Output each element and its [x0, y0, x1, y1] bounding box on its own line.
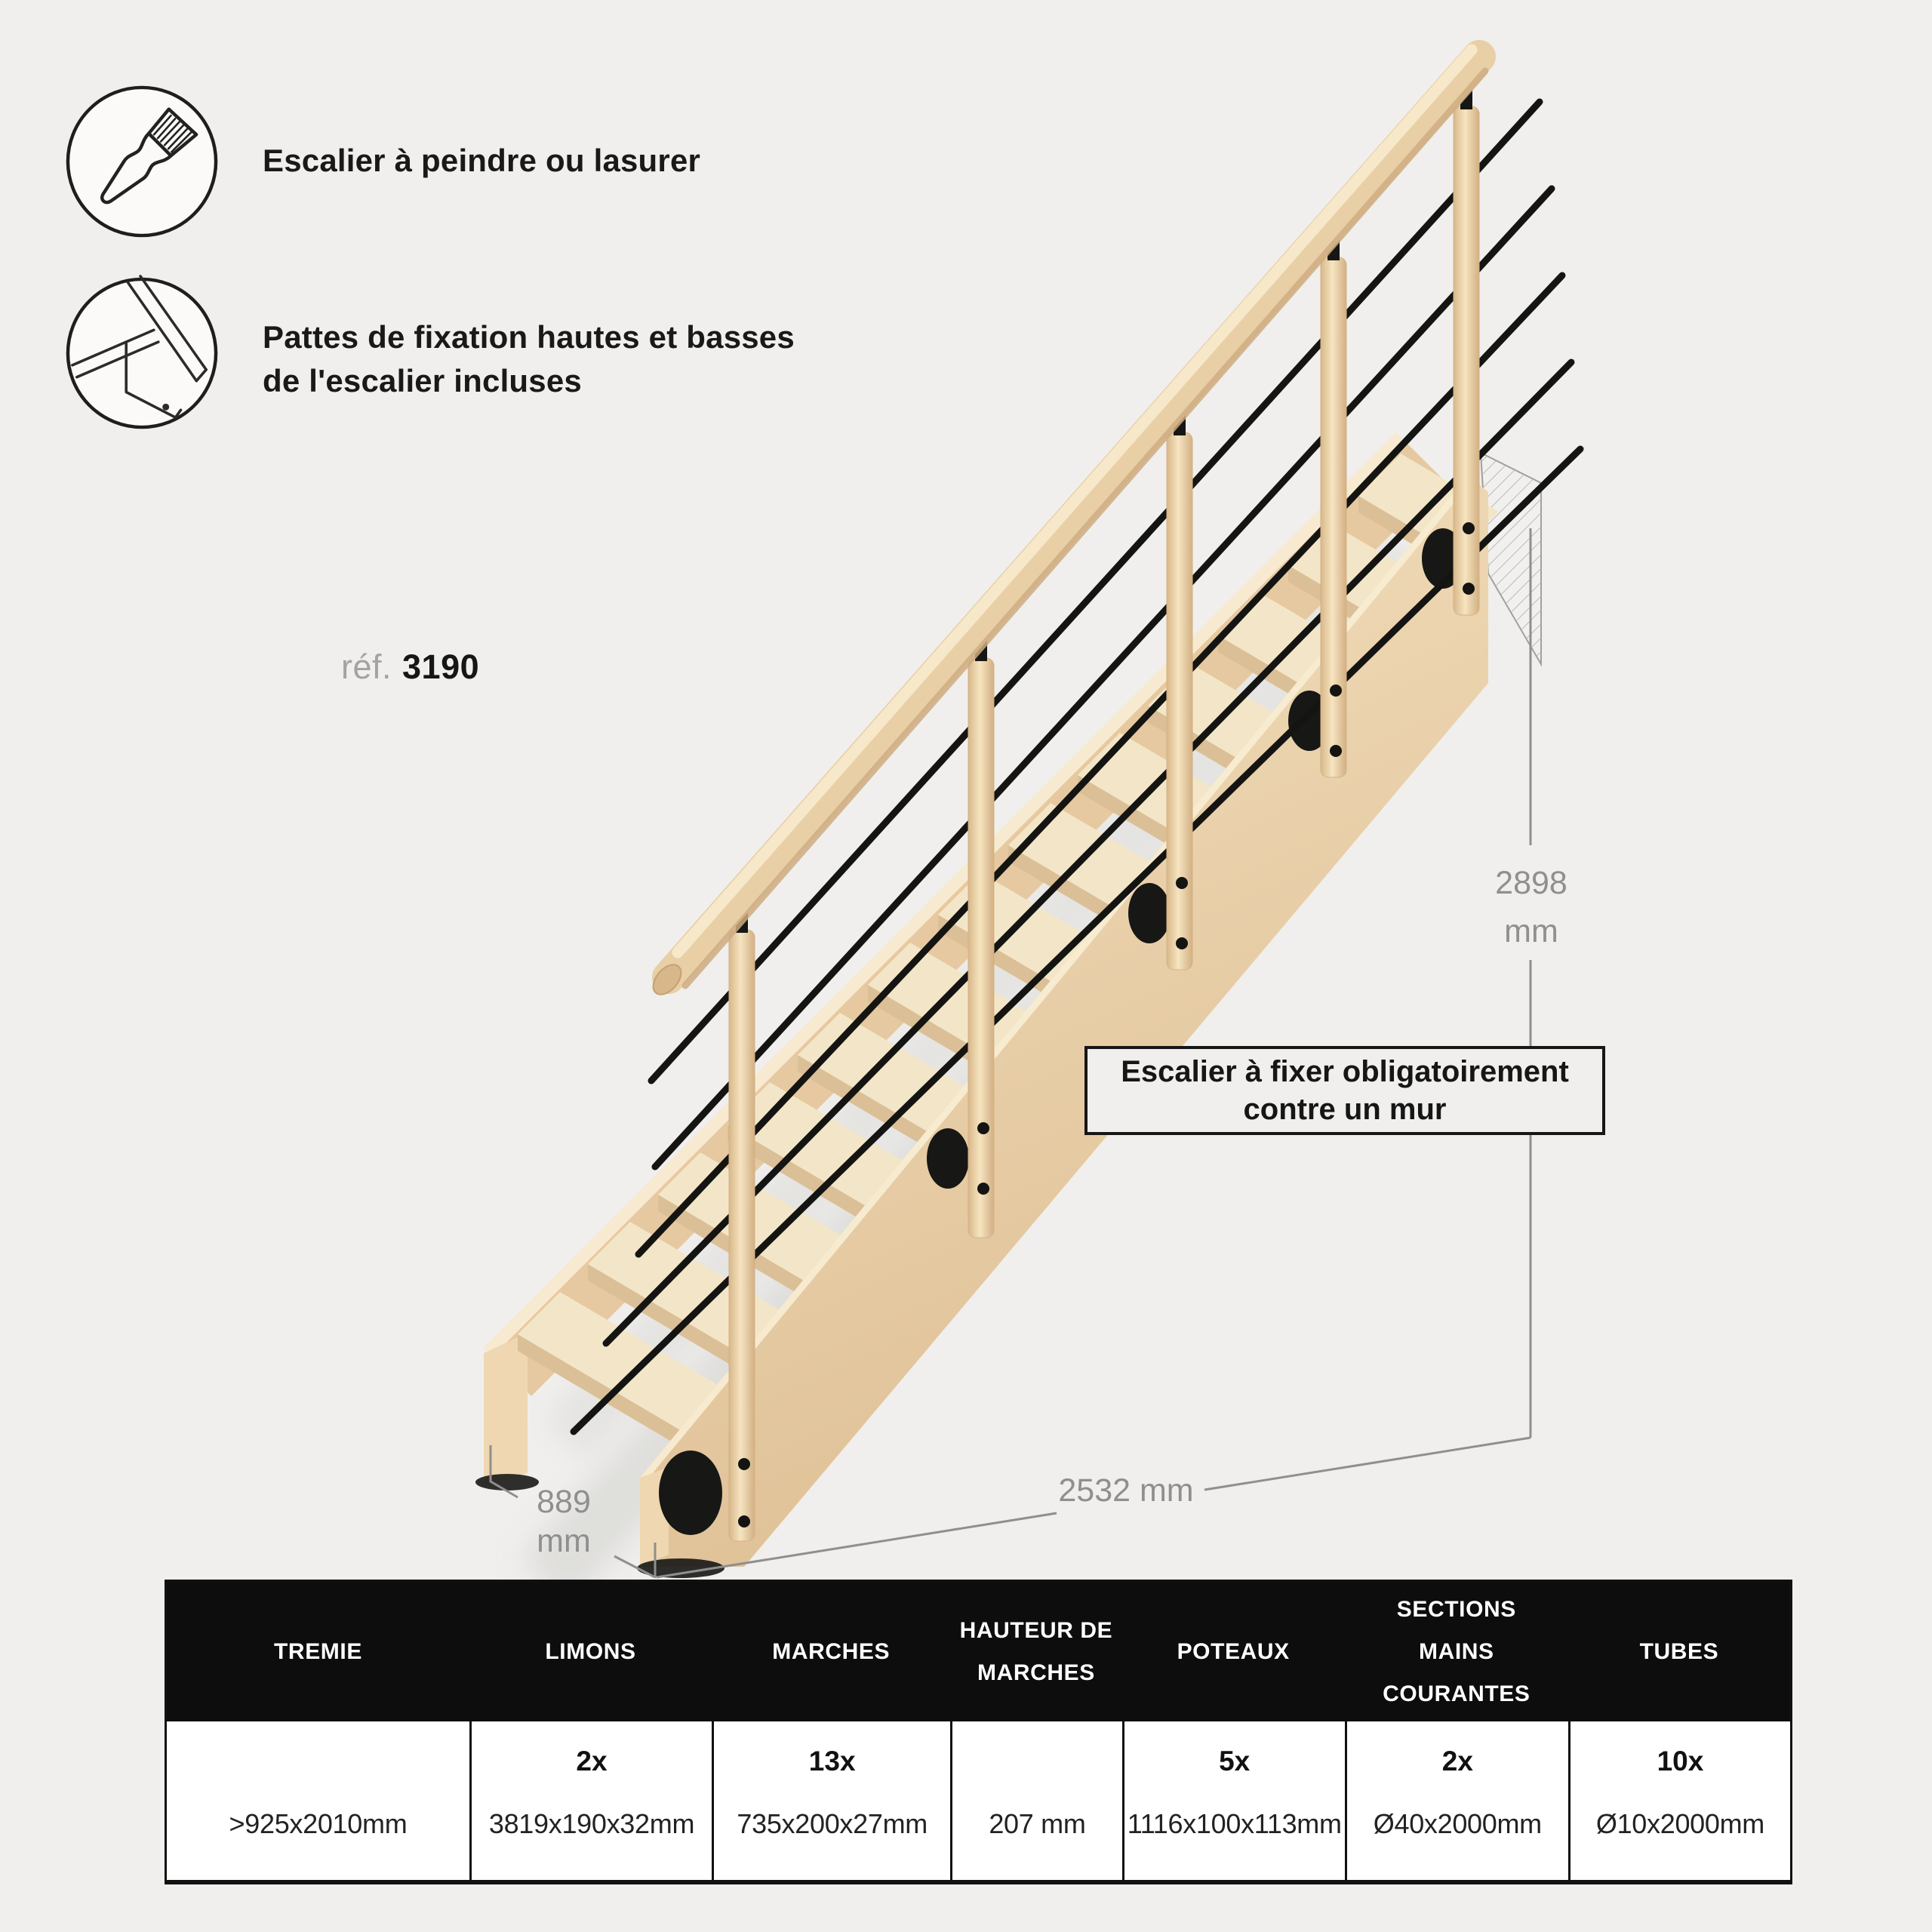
stair-tread-front [518, 1334, 712, 1466]
railing-post [1453, 81, 1480, 616]
railing-tube [602, 358, 1575, 1347]
fixation-plate [1128, 883, 1171, 943]
dimension-lines [489, 528, 1532, 1579]
wall-mount-note: Escalier à fixer obligatoirement contre … [1084, 1046, 1605, 1135]
cell-tremie: >925x2010mm [167, 1721, 469, 1880]
railing-tube [651, 185, 1555, 1171]
fixation-plate [927, 1128, 969, 1189]
cell-hauteur: 207 mm [950, 1721, 1122, 1880]
dim-width-tick [489, 1445, 518, 1499]
near-foot-shadow [637, 1558, 724, 1578]
railing-post [728, 904, 755, 1542]
col-header-tubes: TUBES [1639, 1638, 1719, 1664]
dim-length-line [656, 1512, 1057, 1579]
paintbrush-icon [66, 85, 218, 238]
cell-tubes: 10x Ø10x2000mm [1567, 1721, 1790, 1880]
col-header-limons: LIMONS [545, 1638, 636, 1664]
col-header-marches: MARCHES [772, 1638, 891, 1664]
dim-height-label: 2898 mm [1495, 865, 1567, 949]
fixation-plate [659, 1451, 722, 1535]
col-header-tremie: TREMIE [274, 1638, 362, 1664]
fixation-plates [659, 528, 1464, 1535]
feature-label-fixation: Pattes de fixation hautes et basses de l… [263, 315, 795, 403]
far-stringer-foot [484, 1333, 528, 1486]
fixation-bracket-icon [66, 275, 218, 429]
railing-post [1320, 232, 1347, 778]
reference-label: réf. [341, 648, 392, 686]
feature-label-fixation-line1: Pattes de fixation hautes et basses [263, 319, 795, 355]
railing-tube [635, 272, 1566, 1258]
wall-mount-note-line1: Escalier à fixer obligatoirement [1121, 1055, 1569, 1088]
railing-post [1166, 407, 1193, 971]
near-stringer [637, 475, 1488, 1578]
dim-width-label: 889 mm [537, 1484, 591, 1559]
col-header-hauteur: HAUTEUR DE MARCHES [959, 1617, 1113, 1685]
col-header-sections: SECTIONS MAINS COURANTES [1383, 1596, 1531, 1706]
cell-marches: 13x 735x200x27mm [712, 1721, 951, 1880]
feature-label-fixation-line2: de l'escalier incluses [263, 363, 582, 398]
railing-post [968, 632, 995, 1238]
col-header-poteaux: POTEAUX [1177, 1638, 1290, 1664]
cell-sections: 2x Ø40x2000mm [1344, 1721, 1568, 1880]
cell-poteaux: 5x 1116x100x113mm [1121, 1721, 1345, 1880]
wall-mount-note-line2: contre un mur [1243, 1093, 1447, 1126]
cell-limons: 2x 3819x190x32mm [469, 1721, 712, 1880]
spec-table-body: >925x2010mm 2x 3819x190x32mm 13x 735x200… [167, 1721, 1790, 1880]
spec-table: TREMIE LIMONS MARCHES HAUTEUR DE MARCHES… [165, 1580, 1792, 1884]
feature-label-paint: Escalier à peindre ou lasurer [263, 143, 701, 178]
dim-length-line [1204, 1436, 1531, 1491]
handrail [652, 40, 1496, 995]
reference-number: 3190 [402, 648, 480, 686]
reference: réf. 3190 [341, 648, 479, 687]
handrail-end-cap [652, 964, 682, 995]
dim-length-label: 2532 mm [1058, 1472, 1194, 1509]
dim-length-tick [614, 1555, 656, 1579]
railing-tube [648, 98, 1543, 1084]
spec-table-header: TREMIE LIMONS MARCHES HAUTEUR DE MARCHES… [167, 1582, 1790, 1721]
